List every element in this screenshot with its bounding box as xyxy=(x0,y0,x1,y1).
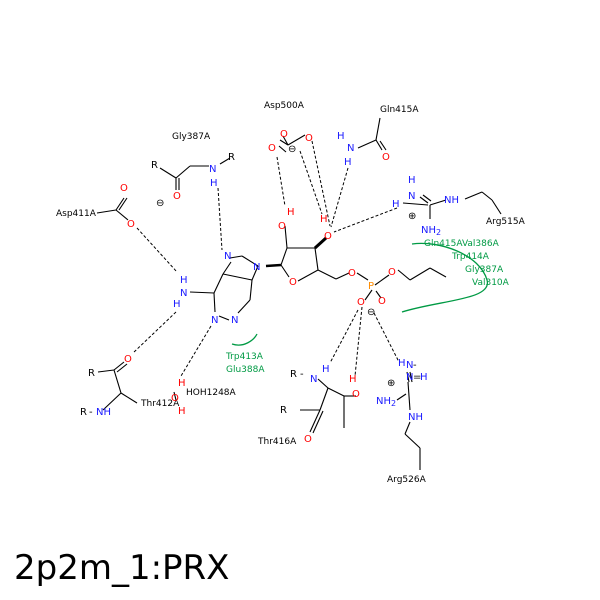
atom-thr412a-r1: R xyxy=(88,368,95,379)
atom-asp500a-o: O xyxy=(305,133,313,144)
residue-arg526a: Arg526A xyxy=(387,475,427,485)
atom-thr412a-r2: R xyxy=(80,407,87,418)
atom-n9: N xyxy=(253,262,260,273)
atom-thr416a-dash: - xyxy=(300,369,304,380)
atom-thr416a-n: N xyxy=(310,374,317,385)
atom-arg526a-nh2: NH2 xyxy=(376,396,396,408)
atom-op-ester: O xyxy=(388,267,396,278)
atom-gly387a-r1: R xyxy=(151,160,158,171)
atom-thr416a-r2: R xyxy=(280,405,287,416)
atom-arg526a-n1: N xyxy=(406,372,413,383)
atom-arg526a-eq: = xyxy=(413,372,421,383)
atom-gly387a-n: N xyxy=(209,164,216,175)
atom-gln415a-h1: H xyxy=(337,131,345,142)
atom-op1: O xyxy=(378,296,386,307)
residue-asp500a: Asp500A xyxy=(264,101,305,111)
atom-arg526a-nh: NH xyxy=(408,412,423,423)
atom-h3: H xyxy=(320,214,328,225)
residue-gly387a: Gly387A xyxy=(172,132,211,142)
atom-asp500a-od1: O xyxy=(268,143,276,154)
charge-arg526a: ⊕ xyxy=(387,378,395,389)
residue-hoh1248a: HOH1248A xyxy=(186,388,237,398)
atom-arg526a-n: N xyxy=(406,360,413,371)
contact-label-4: Val310A xyxy=(472,278,510,288)
atom-gly387a-r2: R xyxy=(228,152,235,163)
atom-thr416a-o: O xyxy=(304,434,312,445)
hydrophobic-arcs xyxy=(231,242,488,346)
atom-arg526a-h2: H xyxy=(420,372,428,383)
atom-arg515a-nh2: NH2 xyxy=(421,225,441,237)
atom-arg515a-h2: H xyxy=(392,199,400,210)
atom-n7: N xyxy=(224,251,231,262)
atom-p: P xyxy=(368,281,374,292)
atom-arg526a-dash: - xyxy=(413,360,417,371)
atom-h6b: H xyxy=(180,275,188,286)
atom-o3: O xyxy=(324,231,332,242)
charge-arg515a: ⊕ xyxy=(408,211,416,222)
atom-n6: N xyxy=(180,288,187,299)
atom-thr416a-og: O xyxy=(352,389,360,400)
atom-op2: O xyxy=(357,297,365,308)
atom-thr416a-hog: H xyxy=(349,374,357,385)
atom-gln415a-n: N xyxy=(347,143,354,154)
contact-label-3: Gly387A xyxy=(465,265,504,275)
atom-n1: N xyxy=(211,315,218,326)
atom-gln415a-h2: H xyxy=(344,157,352,168)
atom-h6a: H xyxy=(173,299,181,310)
contact-label-6: Glu388A xyxy=(226,365,265,375)
residue-thr416a: Thr416A xyxy=(257,437,297,447)
atom-gly387a-o: O xyxy=(173,191,181,202)
atom-thr412a-o: O xyxy=(124,354,132,365)
atom-thr416a-r1: R xyxy=(290,369,297,380)
atom-arg515a-nh: NH xyxy=(444,195,459,206)
atom-o5: O xyxy=(348,268,356,279)
diagram-title: 2p2m_1:PRX xyxy=(14,548,230,588)
contact-label-1: Gln415AVal386A xyxy=(424,239,500,249)
hydrogen-bonds xyxy=(132,140,400,377)
residue-asp411a: Asp411A xyxy=(56,209,97,219)
atom-asp411a-od2: O xyxy=(127,219,135,230)
atom-gly387a-h: H xyxy=(210,178,218,189)
atom-hoh-h1: H xyxy=(178,378,186,389)
atom-thr412a-nh: NH xyxy=(96,407,111,418)
contact-label-5: Trp413A xyxy=(225,352,264,362)
atom-thr412a-dash: - xyxy=(89,407,93,418)
atom-arg526a-h1: H xyxy=(398,358,406,369)
atom-asp411a-od1: O xyxy=(120,183,128,194)
atom-o2: O xyxy=(278,221,286,232)
residue-arg515a: Arg515A xyxy=(486,217,526,227)
ligand-bonds xyxy=(96,117,502,470)
residue-thr412a: Thr412A xyxy=(140,399,180,409)
atom-thr416a-h: H xyxy=(322,364,330,375)
atom-gln415a-o: O xyxy=(382,152,390,163)
atom-n3: N xyxy=(231,315,238,326)
atom-o4: O xyxy=(289,277,297,288)
atom-arg515a-h1: H xyxy=(408,175,416,186)
atom-hoh-o: O xyxy=(171,393,179,404)
atom-arg515a-n1: N xyxy=(408,191,415,202)
charge-asp500a: ⊖ xyxy=(288,144,296,155)
charge-asp411a: ⊖ xyxy=(156,198,164,209)
contact-label-2: Trp414A xyxy=(451,252,490,262)
atom-asp500a-od2: O xyxy=(280,129,288,140)
atom-hoh-h2: H xyxy=(178,406,186,417)
charge-phosphate: ⊖ xyxy=(367,307,375,318)
residue-gln415a: Gln415A xyxy=(380,105,419,115)
atom-h2: H xyxy=(287,207,295,218)
